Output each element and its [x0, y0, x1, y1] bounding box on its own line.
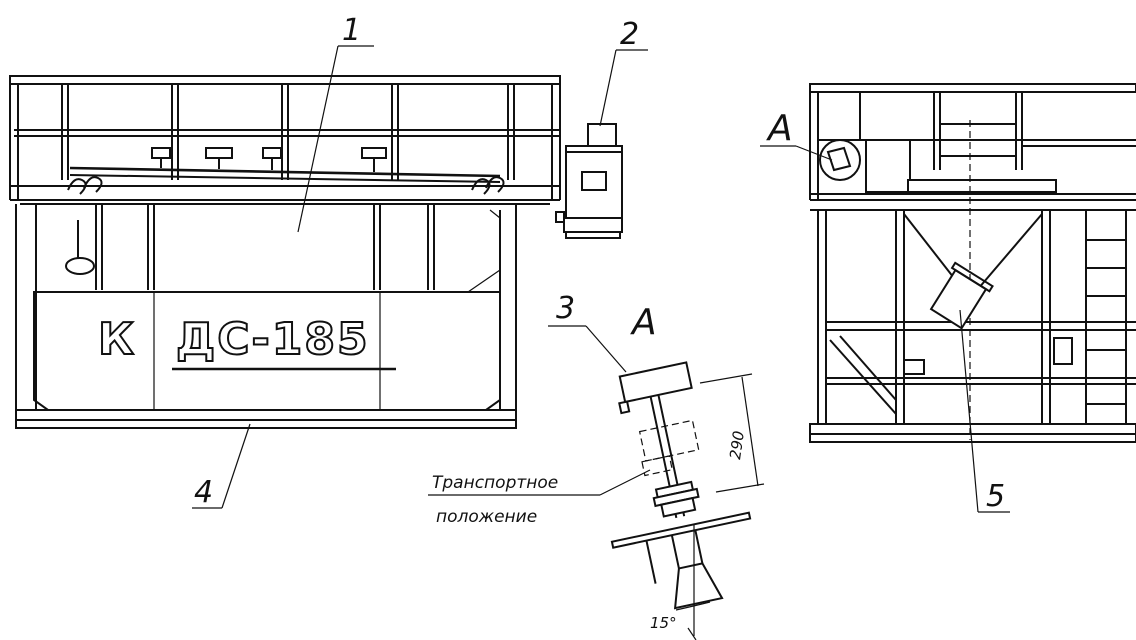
- deck: [10, 147, 560, 205]
- callout-2: 2: [599, 17, 648, 127]
- callout-4: 4: [192, 423, 251, 510]
- transport-note: Транспортное положение: [428, 469, 651, 527]
- callout-2-number: 2: [620, 17, 639, 52]
- transport-note-line1: Транспортное: [432, 473, 558, 493]
- sensor-head: [610, 361, 752, 610]
- callout-1-number: 1: [342, 13, 361, 48]
- frame: [15, 204, 517, 429]
- top-railing: [9, 75, 561, 200]
- callout-1: 1: [297, 13, 374, 233]
- callout-4-number: 4: [194, 475, 213, 510]
- side-view: [809, 83, 1136, 443]
- callout-3: 3: [548, 291, 627, 373]
- brand-logo-letter: К: [98, 314, 136, 365]
- brand-marking: К ДС-185: [97, 313, 370, 366]
- detail-a-title: А: [630, 302, 657, 343]
- dimension-290: 290: [699, 373, 765, 493]
- callout-5: 5: [959, 309, 1010, 514]
- dimension-angle-value: 15°: [650, 614, 677, 632]
- callout-5-number: 5: [986, 479, 1005, 514]
- callout-a-right: А: [760, 108, 833, 161]
- angled-sensor: [929, 261, 994, 330]
- detail-a: А 290: [428, 291, 765, 640]
- front-view: К ДС-185: [9, 75, 623, 429]
- control-cabinet: [555, 123, 623, 239]
- brand-model: ДС-185: [176, 314, 370, 365]
- transport-note-line2: положение: [436, 507, 537, 527]
- dimension-angle: 15°: [650, 524, 711, 640]
- callout-3-number: 3: [556, 291, 575, 326]
- dimension-290-value: 290: [726, 430, 748, 461]
- callout-a-right-letter: А: [766, 108, 793, 149]
